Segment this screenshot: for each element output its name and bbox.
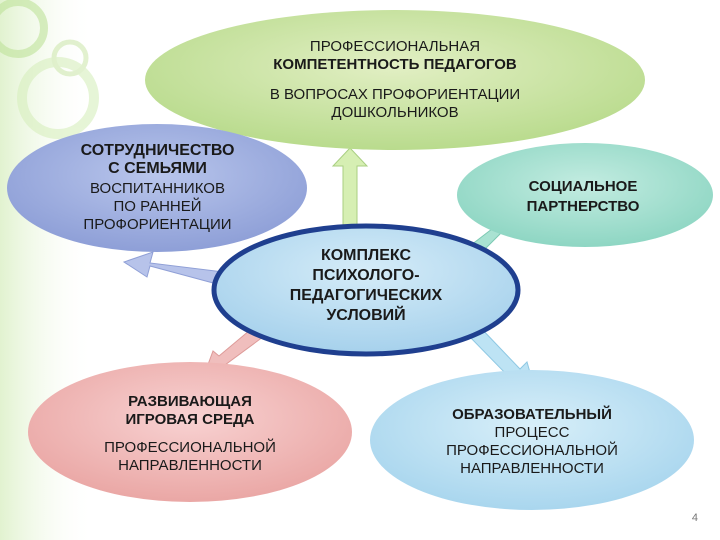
node-bottom-left-line4: НАПРАВЛЕННОСТИ	[118, 457, 262, 474]
node-bottom-left-line2: ИГРОВАЯ СРЕДА	[125, 411, 255, 428]
node-bottom-right-line3: ПРОФЕССИОНАЛЬНОЙ	[446, 442, 618, 459]
node-bottom-left-text: РАЗВИВАЮЩАЯ ИГРОВАЯ СРЕДА ПРОФЕССИОНАЛЬН…	[60, 393, 320, 475]
node-bottom-right-line1: ОБРАЗОВАТЕЛЬНЫЙ	[452, 406, 612, 423]
node-bottom-right-line4: НАПРАВЛЕННОСТИ	[460, 460, 604, 477]
node-center-line3: ПЕДАГОГИЧЕСКИХ	[289, 287, 443, 304]
node-right-ellipse	[457, 143, 713, 247]
node-top-line4: ДОШКОЛЬНИКОВ	[331, 104, 459, 121]
node-bottom-right-text: ОБРАЗОВАТЕЛЬНЫЙ ПРОЦЕСС ПРОФЕССИОНАЛЬНОЙ…	[402, 406, 662, 478]
node-right-text: СОЦИАЛЬНОЕ ПАРТНЕРСТВО	[488, 178, 678, 216]
node-bottom-right-line2: ПРОЦЕСС	[494, 424, 570, 441]
node-top-text: ПРОФЕССИОНАЛЬНАЯ КОМПЕТЕНТНОСТЬ ПЕДАГОГО…	[215, 38, 575, 122]
node-top-ellipse	[145, 10, 645, 150]
node-top-line1: ПРОФЕССИОНАЛЬНАЯ	[309, 38, 481, 55]
node-bottom-left-ellipse	[28, 362, 352, 502]
decorative-rings-icon	[0, 0, 99, 139]
node-left-text: СОТРУДНИЧЕСТВО С СЕМЬЯМИ ВОСПИТАННИКОВ П…	[55, 142, 260, 234]
node-bottom-right-ellipse	[370, 370, 694, 510]
node-center-line4: УСЛОВИЙ	[326, 307, 406, 324]
node-center-text: КОМПЛЕКС ПСИХОЛОГО- ПЕДАГОГИЧЕСКИХ УСЛОВ…	[236, 246, 496, 326]
node-center-ellipse	[211, 223, 521, 357]
node-left-line1: СОТРУДНИЧЕСТВО	[80, 142, 235, 159]
node-top-line2: КОМПЕТЕНТНОСТЬ ПЕДАГОГОВ	[273, 56, 517, 73]
node-center-line2: ПСИХОЛОГО-	[312, 267, 420, 284]
node-right-line1: СОЦИАЛЬНОЕ	[528, 178, 638, 195]
node-left-line4: ПО РАННЕЙ	[113, 198, 202, 215]
node-bottom-left-line1: РАЗВИВАЮЩАЯ	[128, 393, 252, 410]
node-bottom-left-line3: ПРОФЕССИОНАЛЬНОЙ	[104, 439, 276, 456]
node-right-line2: ПАРТНЕРСТВО	[526, 198, 640, 215]
node-left-ellipse	[7, 124, 307, 252]
page-number: 4	[691, 512, 698, 524]
node-left-line5: ПРОФОРИЕНТАЦИИ	[83, 216, 232, 233]
node-left-line2: С СЕМЬЯМИ	[108, 160, 207, 177]
node-top-line3: В ВОПРОСАХ ПРОФОРИЕНТАЦИИ	[269, 86, 521, 103]
node-center-line1: КОМПЛЕКС	[320, 247, 412, 264]
node-left-line3: ВОСПИТАННИКОВ	[90, 180, 225, 197]
